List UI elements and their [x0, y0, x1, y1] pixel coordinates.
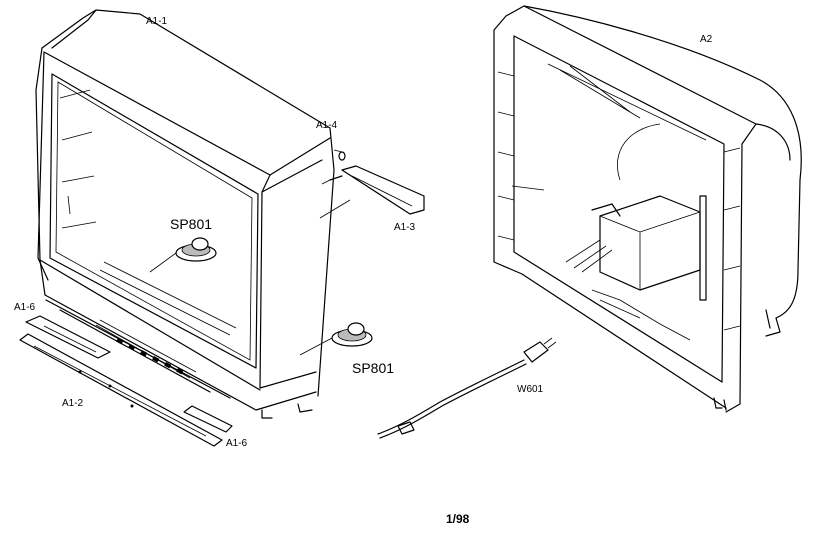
button-strip-left — [25, 315, 111, 359]
label-a1-3: A1-3 — [394, 222, 416, 233]
label-w601: W601 — [517, 384, 544, 395]
front-trim-bar — [19, 333, 223, 447]
rear-cabinet — [493, 5, 802, 413]
bracket-a1-3 — [319, 149, 425, 219]
page-footer: 1/98 — [446, 512, 470, 526]
label-a1-6-left: A1-6 — [14, 302, 36, 313]
label-a1-6-bottom: A1-6 — [226, 438, 248, 449]
speaker-lower — [299, 322, 373, 356]
label-sp801-upper: SP801 — [170, 216, 213, 232]
front-cabinet — [35, 9, 335, 419]
label-a1-4: A1-4 — [316, 120, 338, 131]
button-strip-right — [183, 405, 233, 433]
power-cord — [377, 337, 557, 439]
label-a1-1: A1-1 — [146, 16, 168, 27]
label-sp801-lower: SP801 — [352, 360, 395, 376]
label-a1-2: A1-2 — [62, 398, 84, 409]
speaker-upper — [149, 237, 217, 273]
label-a2: A2 — [700, 34, 713, 45]
